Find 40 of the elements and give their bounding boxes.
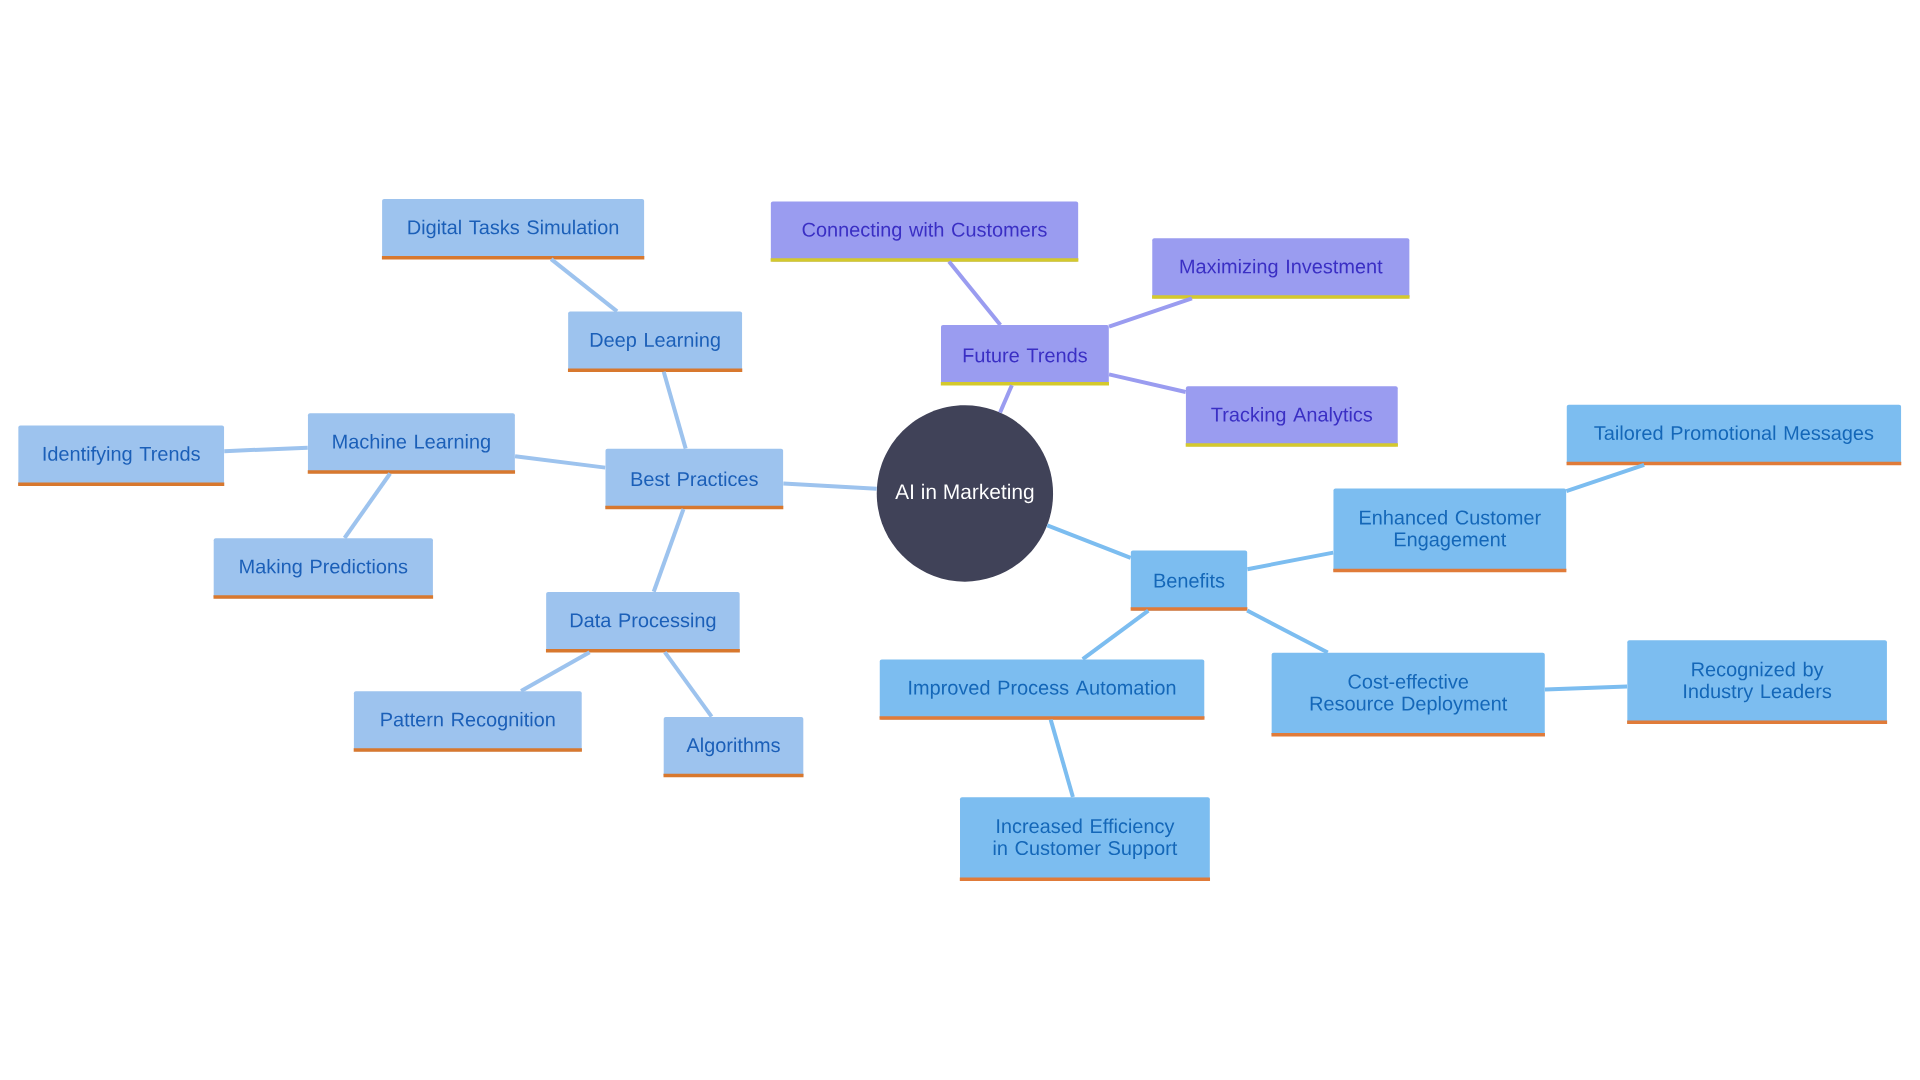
- topic-box: Recognized by Industry Leaders: [1627, 640, 1888, 725]
- connector-line: [1108, 372, 1187, 394]
- connector-line: [1081, 609, 1150, 661]
- connector-line: [1046, 523, 1132, 560]
- connector-line: [342, 472, 392, 540]
- connector-line: [1565, 463, 1645, 494]
- topic-box: Best Practices: [605, 448, 784, 510]
- topic-box: Deep Learning: [567, 311, 743, 373]
- connector-line: [1108, 296, 1193, 329]
- topic-box: Algorithms: [663, 716, 804, 778]
- connector-line: [1246, 608, 1329, 655]
- connector-line: [549, 257, 619, 313]
- connector-line: [520, 650, 591, 693]
- topic-box: Cost-effective Resource Deployment: [1271, 652, 1545, 737]
- connector-line: [661, 371, 688, 450]
- topic-box: Maximizing Investment: [1152, 238, 1410, 299]
- connector-line: [1544, 684, 1628, 692]
- connector-line: [783, 481, 877, 491]
- topic-box: Tracking Analytics: [1185, 386, 1398, 447]
- topic-box: Improved Process Automation: [879, 659, 1205, 720]
- topic-box: Machine Learning: [307, 413, 516, 474]
- topic-box: Making Predictions: [213, 538, 434, 599]
- connector-line: [947, 260, 1002, 327]
- connector-line: [514, 454, 606, 470]
- connector-line: [1048, 719, 1075, 798]
- topic-box: Benefits: [1130, 550, 1248, 611]
- topic-box: Digital Tasks Simulation: [381, 199, 645, 260]
- topic-box: Pattern Recognition: [353, 691, 582, 752]
- connector-line: [651, 508, 686, 593]
- topic-box: Enhanced Customer Engagement: [1333, 488, 1567, 573]
- topic-box: Tailored Promotional Messages: [1566, 404, 1902, 466]
- topic-box: Data Processing: [545, 592, 740, 653]
- topic-box: Increased Efficiency in Customer Support: [959, 797, 1210, 881]
- topic-box: Identifying Trends: [18, 425, 225, 486]
- topic-box: Future Trends: [940, 325, 1109, 386]
- connector-line: [224, 445, 308, 454]
- connector-line: [663, 651, 714, 718]
- connector-line: [998, 384, 1014, 414]
- connector-line: [1246, 550, 1334, 572]
- topic-box: Connecting with Customers: [770, 201, 1079, 262]
